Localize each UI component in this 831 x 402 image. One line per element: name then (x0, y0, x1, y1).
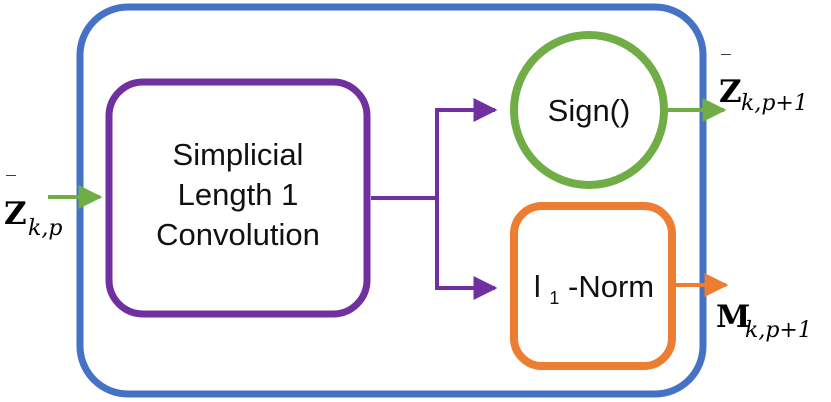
convolution-block (105, 78, 371, 318)
output-z-symbol: Z (719, 74, 742, 110)
norm-rest: -Norm (568, 269, 654, 304)
branch-connector-lower (435, 198, 498, 300)
input-label: ‾ Z k,p (4, 171, 62, 241)
output-z-bar: ‾ (721, 50, 731, 74)
input-label-bar: ‾ (6, 171, 16, 195)
output-z-label: ‾ Z k,p+1 (719, 50, 808, 116)
output-m-subscript: k,p+1 (745, 318, 812, 343)
convolution-line-1: Simplicial (173, 137, 304, 172)
norm-subscript: 1 (549, 288, 559, 308)
branch-connector (371, 98, 498, 200)
input-label-symbol: Z (4, 196, 27, 232)
sign-block (510, 31, 668, 189)
output-m-symbol: M (716, 299, 750, 335)
norm-label: l 1 -Norm (534, 269, 654, 311)
norm-block (510, 202, 676, 370)
input-label-subscript: k,p (28, 216, 62, 241)
convolution-line-3: Convolution (156, 217, 320, 252)
output-z-subscript: k,p+1 (741, 91, 808, 116)
output-m-label: M k,p+1 (716, 299, 812, 343)
norm-l: l (534, 269, 541, 304)
sign-label: Sign() (548, 93, 631, 128)
convolution-line-2: Length 1 (178, 177, 299, 212)
